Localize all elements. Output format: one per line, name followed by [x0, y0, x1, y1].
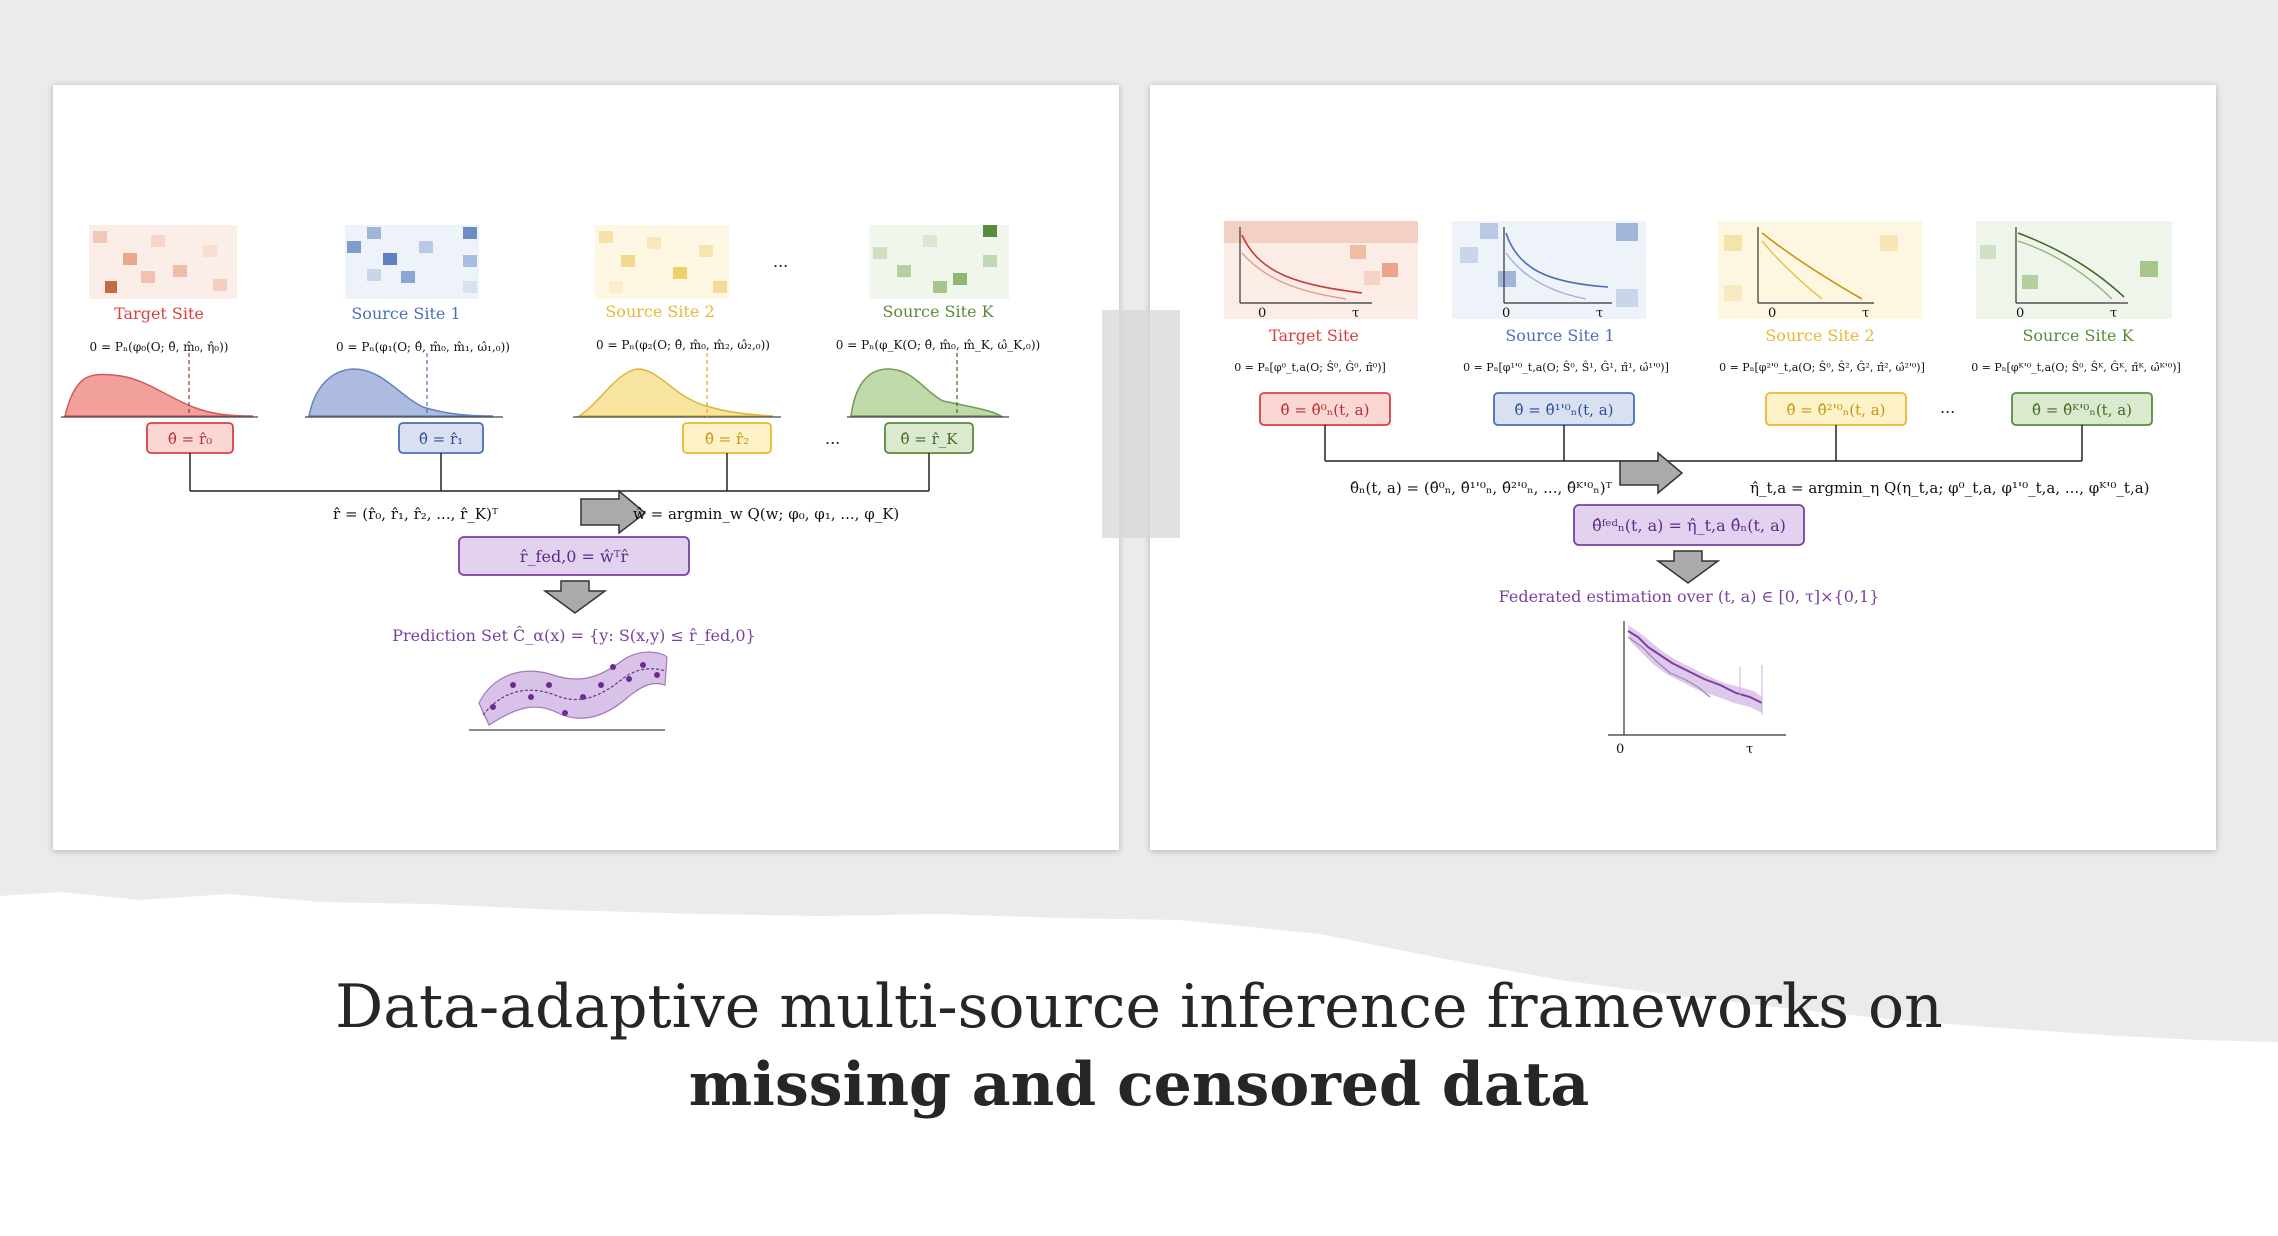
top-ellipsis: ...	[773, 252, 788, 271]
source2-estimate-text: θ̂ = r̂₂	[705, 430, 749, 448]
connector-lines	[189, 453, 930, 492]
right-sourcek-equation: 0 = Pₙ[φᴷ'⁰_t,a(O; Ŝ⁰, Ŝᴷ, Ĝᴷ, π̂ᴷ, ω̂ᴷ'…	[1971, 360, 2181, 374]
target-heatmap	[89, 225, 237, 299]
target-site-label: Target Site	[114, 304, 204, 323]
right-source-site-2-label: Source Site 2	[1765, 326, 1874, 345]
right-down-arrow	[1655, 550, 1721, 584]
source1-density	[305, 353, 503, 418]
right-source1-estimate-text: θ̂ = θ̂¹'⁰ₙ(t, a)	[1514, 401, 1613, 419]
down-arrow	[542, 580, 608, 614]
plot-axis-zero: 0	[1616, 742, 1624, 757]
source2-axis-tau: τ	[1862, 306, 1869, 321]
target-axis-tau: τ	[1352, 306, 1359, 321]
mid-ellipsis: ...	[825, 429, 840, 448]
censored-data-framework-diagram: 0 τ 0 τ 0 τ	[1224, 221, 2181, 757]
right-source-site-k-label: Source Site K	[2022, 326, 2134, 345]
source1-axis-tau: τ	[1596, 306, 1603, 321]
left-framework-panel: ... Target Site Source Site 1 Source Sit…	[53, 85, 1119, 850]
source2-estimating-equation: 0 = Pₙ(φ₂(O; θ̂, m̂₀, m̂₂, ω̂₂,₀))	[596, 338, 770, 352]
source-site-1-label: Source Site 1	[351, 304, 460, 323]
source1-estimate-text: θ̂ = r̂₁	[419, 430, 463, 448]
target-estimating-equation: 0 = Pₙ(φ₀(O; θ̂, m̂₀, η̂₀))	[90, 340, 229, 354]
sourcek-axis-zero: 0	[2016, 306, 2024, 321]
page-caption: Data-adaptive multi-source inference fra…	[0, 968, 2278, 1124]
eta-argmin-equation: η̂_t,a = argmin_η Q(η_t,a; φ⁰_t,a, φ¹'⁰_…	[1750, 479, 2150, 497]
target-estimate-text: θ̂ = r̂₀	[168, 430, 212, 448]
tape-decoration	[1102, 310, 1180, 538]
sourcek-survival-tile: 0 τ	[1976, 221, 2172, 321]
federated-estimation-caption: Federated estimation over (t, a) ∈ [0, τ…	[1499, 587, 1880, 606]
source1-estimating-equation: 0 = Pₙ(φ₁(O; θ̂, m̂₀, m̂₁, ω̂₁,₀))	[336, 340, 510, 354]
right-source2-equation: 0 = Pₙ[φ²'⁰_t,a(O; Ŝ⁰, Ŝ², Ĝ², π̂², ω̂²'…	[1719, 360, 1925, 374]
source-site-2-label: Source Site 2	[605, 302, 714, 321]
federated-estimate-box	[458, 536, 690, 576]
plot-axis-tau: τ	[1746, 742, 1753, 757]
right-source-site-1-label: Source Site 1	[1505, 326, 1614, 345]
right-target-equation: 0 = Pₙ[φ⁰_t,a(O; Ŝ⁰, Ĝ⁰, π̂⁰)]	[1234, 360, 1386, 374]
source1-axis-zero: 0	[1502, 306, 1510, 321]
right-framework-panel: 0 τ 0 τ 0 τ	[1150, 85, 2216, 850]
sourceK-density	[847, 353, 1009, 418]
source2-survival-tile: 0 τ	[1718, 221, 1922, 321]
right-target-estimate-text: θ̂ = θ̂⁰ₙ(t, a)	[1281, 401, 1370, 419]
right-mid-ellipsis: ...	[1940, 398, 1955, 417]
caption-line-1: Data-adaptive multi-source inference fra…	[335, 972, 1943, 1042]
right-source2-estimate-text: θ̂ = θ̂²'⁰ₙ(t, a)	[1786, 401, 1885, 419]
sourcek-estimate-text: θ̂ = r̂_K	[900, 430, 958, 448]
sourcek-axis-tau: τ	[2110, 306, 2117, 321]
theta-vector-equation: θ̂ₙ(t, a) = (θ̂⁰ₙ, θ̂¹'⁰ₙ, θ̂²'⁰ₙ, ..., …	[1350, 479, 1613, 497]
source-site-k-label: Source Site K	[882, 302, 994, 321]
source2-density	[573, 353, 781, 418]
prediction-band	[469, 651, 668, 731]
source1-survival-tile: 0 τ	[1452, 221, 1646, 321]
right-connector-lines	[1324, 425, 2083, 462]
right-combine-arrow	[1619, 451, 1684, 495]
target-density	[61, 353, 258, 418]
source2-axis-zero: 0	[1768, 306, 1776, 321]
sourceK-heatmap	[869, 225, 1009, 299]
right-source1-equation: 0 = Pₙ[φ¹'⁰_t,a(O; Ŝ⁰, Ŝ¹, Ĝ¹, π̂¹, ω̂¹'…	[1463, 360, 1669, 374]
prediction-set-text: Prediction Set Ĉ_α(x) = {y: S(x,y) ≤ r̂_…	[392, 625, 755, 645]
target-survival-tile: 0 τ	[1224, 221, 1418, 321]
w-argmin-equation: ŵ = argmin_w Q(w; φ₀, φ₁, ..., φ_K)	[633, 505, 899, 523]
sourcek-estimating-equation: 0 = Pₙ(φ_K(O; θ̂, m̂₀, m̂_K, ω̂_K,₀))	[836, 338, 1040, 352]
right-federated-estimate-text: θ̂ᶠᵉᵈₙ(t, a) = η̂_t,a θ̂ₙ(t, a)	[1592, 516, 1786, 535]
right-target-site-label: Target Site	[1269, 326, 1359, 345]
right-federated-estimate-box	[1573, 504, 1805, 546]
target-axis-zero: 0	[1258, 306, 1266, 321]
source2-heatmap	[595, 225, 729, 299]
missing-data-framework-diagram: ... Target Site Source Site 1 Source Sit…	[61, 225, 1040, 731]
r-vector-equation: r̂ = (r̂₀, r̂₁, r̂₂, ..., r̂_K)ᵀ	[333, 505, 499, 523]
combine-arrow	[580, 489, 647, 535]
caption-line-2: missing and censored data	[688, 1050, 1590, 1120]
federated-estimate-text: r̂_fed,0 = ŵᵀr̂	[520, 547, 629, 566]
federated-survival-plot: 0 τ	[1608, 621, 1786, 757]
right-sourcek-estimate-text: θ̂ = θ̂ᴷ'⁰ₙ(t, a)	[2032, 401, 2132, 419]
source1-heatmap	[345, 225, 479, 299]
